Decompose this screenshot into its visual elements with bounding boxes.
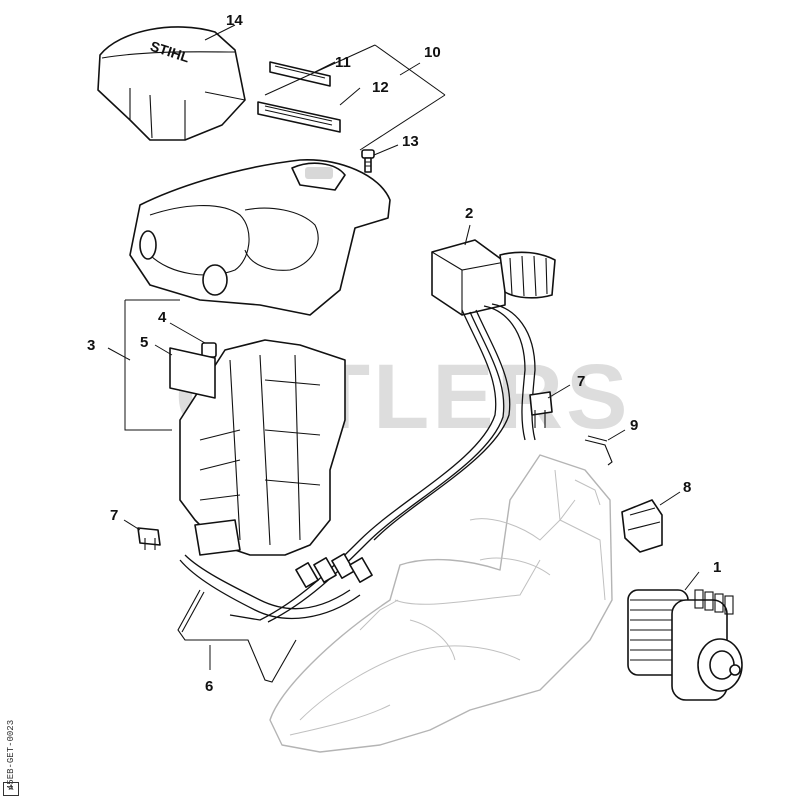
callout-3: 3 [87, 337, 95, 354]
leader-lines [107, 24, 700, 670]
callout-10: 10 [424, 44, 441, 61]
chassis-frame [179, 339, 346, 556]
insulating-plate [169, 347, 216, 399]
microswitch-left [137, 527, 161, 550]
callout-12: 12 [372, 79, 389, 96]
switch-assembly [431, 239, 556, 316]
motor-housing [269, 454, 613, 753]
callout-9: 9 [630, 417, 638, 434]
callout-4: 4 [158, 309, 167, 326]
cable-terminals [295, 553, 373, 588]
electric-motor [627, 589, 743, 701]
callout-5: 5 [140, 334, 148, 351]
bracket [621, 499, 663, 553]
callout-14: 14 [226, 12, 243, 29]
handle-housing [129, 159, 391, 316]
top-cover: STIHL [97, 26, 246, 141]
screw [361, 149, 375, 173]
wire-guide [177, 589, 297, 683]
callout-8: 8 [683, 479, 691, 496]
callout-2: 2 [465, 205, 473, 222]
callout-7-left: 7 [110, 507, 118, 524]
switch-cables [179, 303, 536, 623]
callout-1: 1 [713, 559, 721, 576]
label-strips [257, 61, 341, 133]
callout-13: 13 [402, 133, 419, 150]
callout-labels: 1 2 3 4 5 6 7 7 8 9 10 11 12 13 14 [87, 12, 721, 695]
callout-11: 11 [335, 54, 351, 71]
callout-6: 6 [205, 678, 213, 695]
spring-clip [584, 435, 613, 466]
callout-7-right: 7 [577, 373, 585, 390]
microswitch-right [529, 391, 553, 428]
corner-mark: A [3, 782, 19, 796]
